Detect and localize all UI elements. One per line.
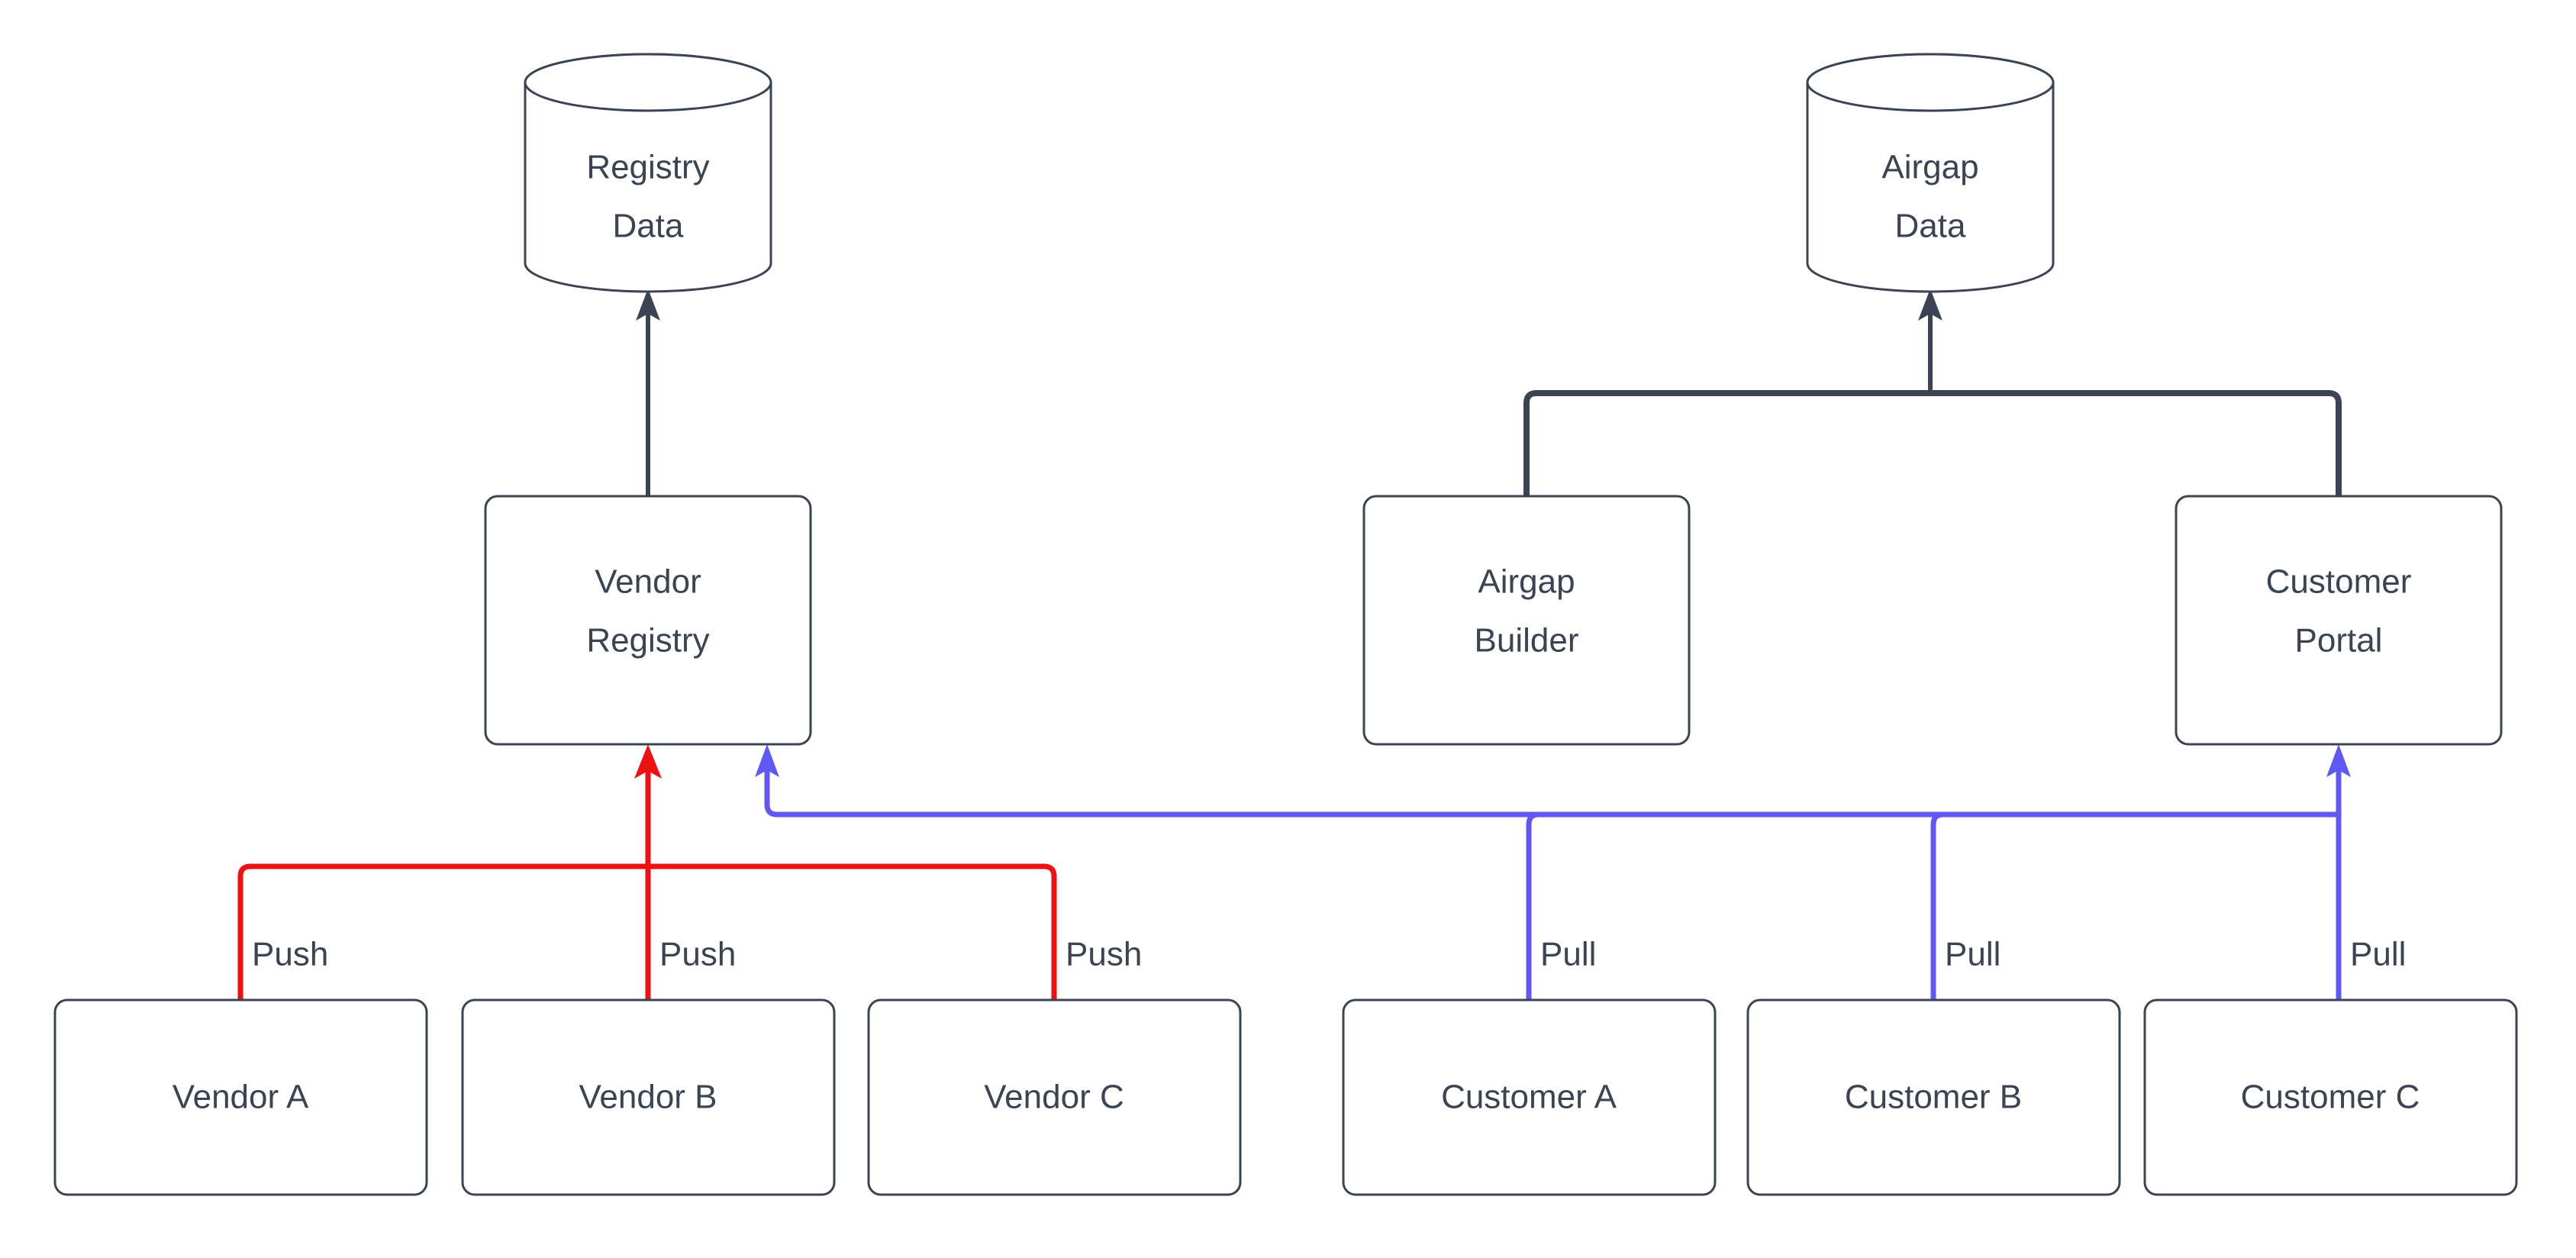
edge-label-pull-customer-c: Pull — [2350, 936, 2406, 973]
node-customer-portal-line2: Portal — [2295, 622, 2383, 660]
edge-airgap-data-arrowhead — [1918, 289, 1942, 393]
node-vendor-b[interactable]: Vendor B — [461, 998, 836, 1196]
node-registry-data-line2: Data — [613, 208, 684, 245]
node-customer-c[interactable]: Customer C — [2143, 998, 2518, 1196]
edge-label-push-vendor-c: Push — [1066, 936, 1142, 973]
node-airgap-builder[interactable]: Airgap Builder — [1362, 495, 1691, 746]
edge-push-vendor-a — [237, 863, 648, 1000]
node-airgap-data[interactable]: Airgap Data — [1806, 53, 2055, 293]
edge-push-vendor-c — [648, 863, 1057, 1000]
edge-label-pull-customer-a: Pull — [1540, 936, 1596, 973]
node-vendor-registry[interactable]: Vendor Registry — [484, 495, 812, 746]
node-customer-a-label: Customer A — [1441, 1079, 1617, 1116]
node-vendor-c[interactable]: Vendor C — [867, 998, 1242, 1196]
node-customer-a[interactable]: Customer A — [1342, 998, 1717, 1196]
node-airgap-builder-line1: Airgap — [1478, 563, 1575, 601]
edge-vendor-registry-to-registry-data — [636, 289, 660, 496]
node-vendor-registry-line2: Registry — [586, 622, 709, 660]
node-customer-c-label: Customer C — [2241, 1079, 2420, 1116]
node-registry-data[interactable]: Registry Data — [524, 53, 772, 293]
node-vendor-a-label: Vendor A — [172, 1079, 309, 1116]
edge-label-push-vendor-b: Push — [659, 936, 736, 973]
node-customer-b-label: Customer B — [1845, 1079, 2022, 1116]
node-vendor-registry-line1: Vendor — [595, 563, 701, 601]
node-customer-portal[interactable]: Customer Portal — [2175, 495, 2503, 746]
node-registry-data-line1: Registry — [586, 149, 709, 186]
node-airgap-data-line2: Data — [1895, 208, 1966, 245]
edge-customer-portal-to-airgap-data — [1930, 390, 2342, 496]
node-customer-portal-line1: Customer — [2266, 563, 2412, 601]
node-airgap-builder-line2: Builder — [1475, 622, 1579, 660]
edge-airgap-builder-to-airgap-data — [1523, 390, 1930, 496]
edge-pull-trunk-to-vendor-registry — [755, 744, 2339, 818]
node-customer-b[interactable]: Customer B — [1746, 998, 2121, 1196]
node-vendor-c-label: Vendor C — [984, 1079, 1124, 1116]
node-vendor-a[interactable]: Vendor A — [53, 998, 428, 1196]
node-vendor-b-label: Vendor B — [579, 1079, 717, 1116]
edge-pull-customer-c — [2326, 744, 2351, 1000]
edge-label-push-vendor-a: Push — [252, 936, 328, 973]
node-airgap-data-line1: Airgap — [1881, 149, 1978, 186]
edge-push-trunk-to-vendor-registry — [634, 744, 662, 866]
edge-label-pull-customer-b: Pull — [1945, 936, 2001, 973]
